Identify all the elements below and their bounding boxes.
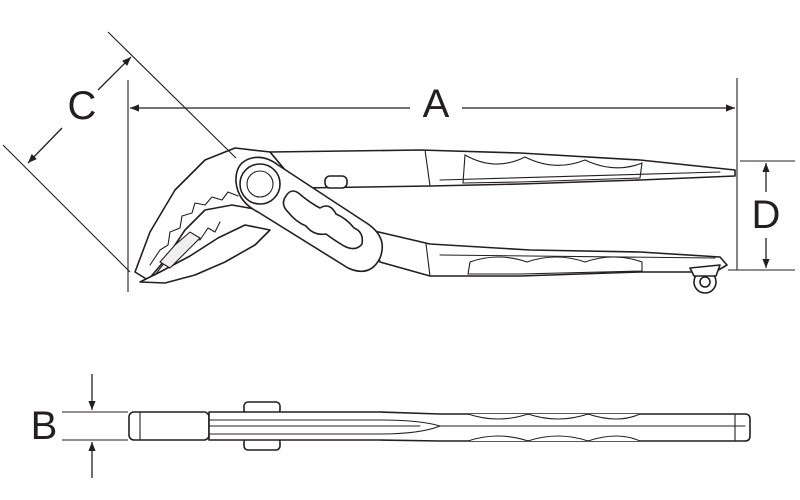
- top-view-grip-lower: [467, 435, 641, 442]
- dimension-a-label: A: [423, 82, 450, 126]
- dimension-b: B: [31, 374, 128, 478]
- lower-grip: [467, 256, 643, 275]
- adjustment-slot: [282, 190, 364, 250]
- lower-jaw: [139, 224, 271, 284]
- lower-handle-edge: [425, 243, 431, 277]
- top-view-grip-upper: [467, 413, 641, 420]
- dimension-c: C: [2, 31, 237, 273]
- dimension-b-label: B: [31, 404, 58, 448]
- latch-nub: [324, 175, 348, 189]
- upper-jaw-teeth: [149, 191, 239, 266]
- pliers-top-view: [128, 401, 751, 451]
- dimension-d-label: D: [752, 193, 781, 237]
- top-view-head: [128, 411, 210, 441]
- pivot-bolt: [239, 163, 281, 205]
- pliers-side-view: [134, 147, 736, 294]
- dimension-c-label: C: [68, 84, 97, 128]
- dimension-d: D: [728, 160, 795, 271]
- upper-handle-edge: [424, 149, 431, 187]
- dimension-a: A: [127, 78, 738, 292]
